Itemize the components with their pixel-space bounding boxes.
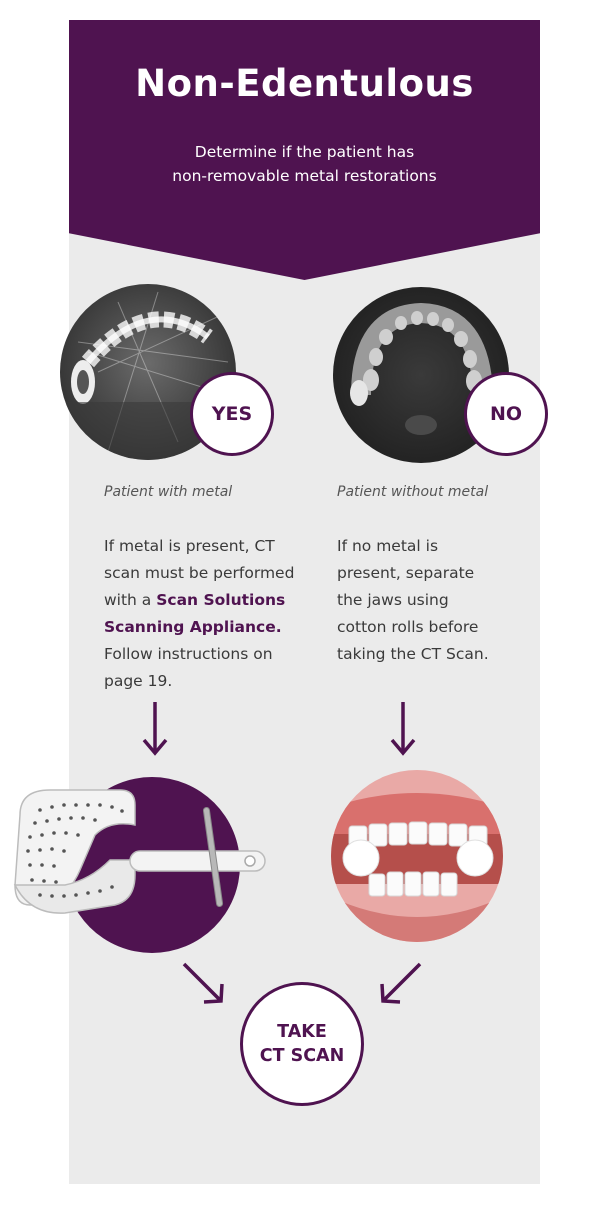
left-text-before: If metal is present, CT scan must be per… <box>104 537 295 609</box>
page-subtitle: Determine if the patient has non-removab… <box>69 140 540 188</box>
down-arrow-left-icon <box>142 702 168 756</box>
subtitle-line-2: non-removable metal restorations <box>172 167 437 185</box>
diagonal-arrow-left-icon <box>182 962 224 1004</box>
take-ct-scan-badge: TAKE CT SCAN <box>240 982 364 1106</box>
scanning-appliance-image <box>13 777 266 953</box>
diagonal-arrow-right-icon <box>380 962 422 1004</box>
right-caption: Patient without metal <box>337 484 489 500</box>
yes-badge: YES <box>190 372 274 456</box>
final-line-2: CT SCAN <box>259 1046 345 1066</box>
final-line-1: TAKE <box>277 1022 327 1042</box>
scanning-appliance-emphasis: Scan Solutions Scanning Appliance. <box>104 591 286 636</box>
cotton-rolls-photo <box>331 770 503 942</box>
left-caption: Patient with metal <box>104 484 233 500</box>
no-badge: NO <box>464 372 548 456</box>
page-title: Non-Edentulous <box>135 62 474 105</box>
down-arrow-right-icon <box>390 702 416 756</box>
left-text-after: Follow instructions on page 19. <box>104 645 273 690</box>
left-instructions: If metal is present, CT scan must be per… <box>104 533 300 695</box>
right-instructions: If no metal is present, separate the jaw… <box>337 537 489 663</box>
subtitle-line-1: Determine if the patient has <box>194 143 415 161</box>
header-banner <box>69 20 540 280</box>
